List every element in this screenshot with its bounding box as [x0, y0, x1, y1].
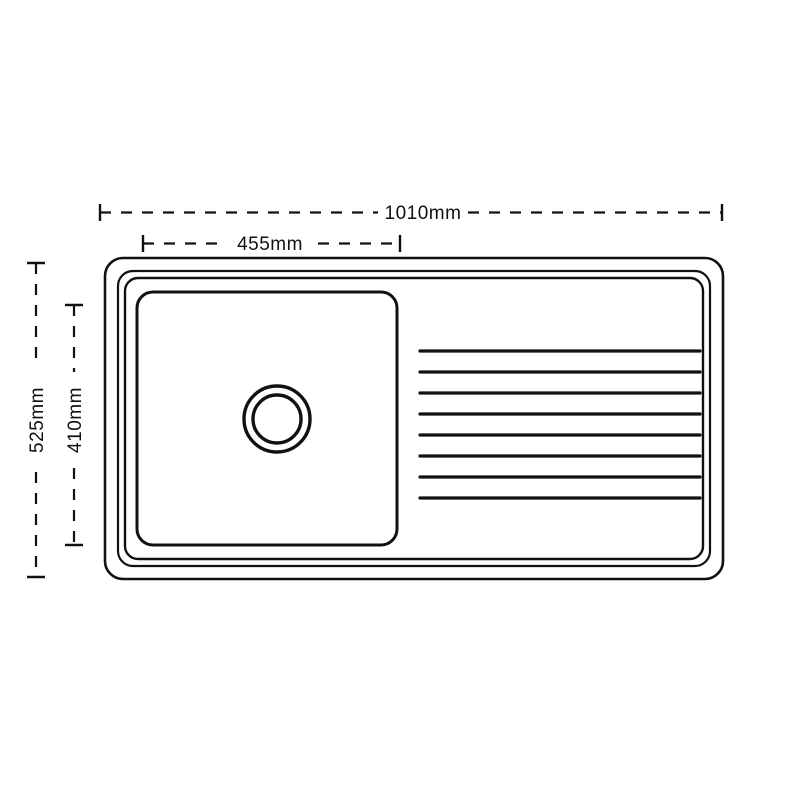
bowl-depth-label: 410mm: [65, 387, 86, 453]
sink-secondary-rim: [116, 269, 712, 568]
sink-body: [103, 256, 725, 581]
drain-inner-ring: [251, 393, 303, 445]
dimension-bowl-depth: 410mm: [65, 303, 86, 547]
sink-inner-deck: [123, 276, 705, 561]
bowl-width-label: 455mm: [237, 234, 303, 255]
sink-bowl: [135, 290, 399, 547]
dimension-overall-width: 1010mm: [98, 203, 724, 224]
dimension-overall-depth: 525mm: [27, 261, 48, 579]
sink-outer-rim: [103, 256, 725, 581]
drain-outer-ring: [242, 384, 312, 454]
drainer-grooves: [418, 349, 702, 500]
dimension-bowl-width: 455mm: [141, 234, 402, 255]
overall-width-label: 1010mm: [385, 203, 462, 224]
overall-depth-label: 525mm: [27, 387, 48, 453]
